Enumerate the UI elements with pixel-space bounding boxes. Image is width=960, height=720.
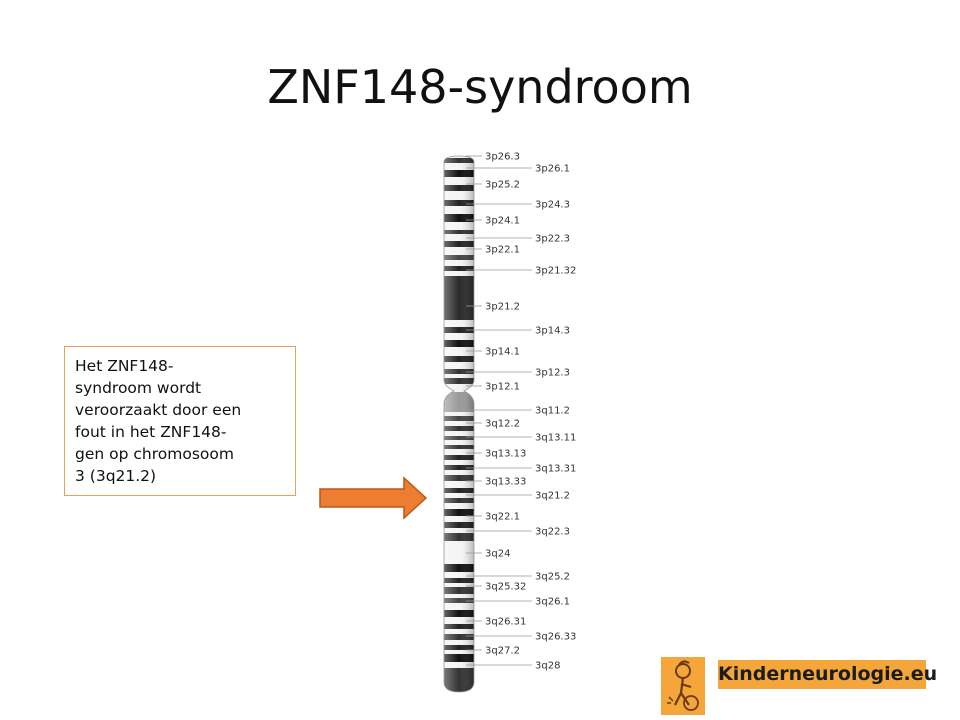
band-label: 3q13.33 (485, 477, 526, 488)
band-label: 3p22.3 (535, 234, 570, 245)
band-label: 3q26.1 (535, 597, 570, 608)
logo-text: Kinderneurologie.eu (718, 660, 937, 689)
band-label: 3q12.2 (485, 419, 520, 430)
band-label: 3q26.33 (535, 632, 576, 643)
textbox-line: fout in het ZNF148- (75, 423, 227, 441)
band-label: 3q27.2 (485, 646, 520, 657)
band-label: 3p22.1 (485, 245, 520, 256)
textbox-line: veroorzaakt door een (75, 401, 242, 419)
band-label: 3q22.1 (485, 512, 520, 523)
band-label: 3q28 (535, 661, 560, 672)
band-label: 3p24.1 (485, 216, 520, 227)
textbox-line: syndroom wordt (75, 379, 202, 397)
band-label: 3p12.3 (535, 368, 570, 379)
band-label: 3p14.3 (535, 326, 570, 337)
right-arrow-icon (319, 476, 428, 520)
band-label: 3q22.3 (535, 527, 570, 538)
band-label: 3p12.1 (485, 382, 520, 393)
info-textbox: Het ZNF148- syndroom wordt veroorzaakt d… (64, 346, 296, 496)
band-label: 3p14.1 (485, 347, 520, 358)
textbox-line: Het ZNF148- (75, 357, 174, 375)
band-label: 3q26.31 (485, 617, 526, 628)
band-label: 3q11.2 (535, 406, 570, 417)
band-label: 3q21.2 (535, 491, 570, 502)
band-label: 3p24.3 (535, 200, 570, 211)
slide-title: ZNF148-syndroom (267, 60, 693, 114)
band-labels-right: 3p26.1 3p24.3 3p22.3 3p21.32 3p14.3 3p12.3 3q1… (535, 164, 576, 672)
band-label: 3p26.1 (535, 164, 570, 175)
textbox-line: 3 (3q21.2) (75, 467, 157, 485)
band-label: 3q24 (485, 549, 510, 560)
band-label: 3p21.32 (535, 266, 576, 277)
band-label: 3q13.13 (485, 449, 526, 460)
band-label: 3p26.3 (485, 152, 520, 163)
child-figure-icon (661, 657, 705, 715)
band-label: 3p21.2 (485, 302, 520, 313)
band-label: 3q25.2 (535, 572, 570, 583)
band-label: 3q25.32 (485, 582, 526, 593)
textbox-line: gen op chromosoom (75, 445, 234, 463)
band-label-lines (466, 155, 532, 666)
band-label: 3p25.2 (485, 180, 520, 191)
band-labels-left: 3p26.3 3p25.2 3p24.1 3p22.1 3p21.2 3p14.1 3p12… (485, 152, 526, 657)
band-label: 3q13.11 (535, 433, 576, 444)
band-label: 3q13.31 (535, 464, 576, 475)
